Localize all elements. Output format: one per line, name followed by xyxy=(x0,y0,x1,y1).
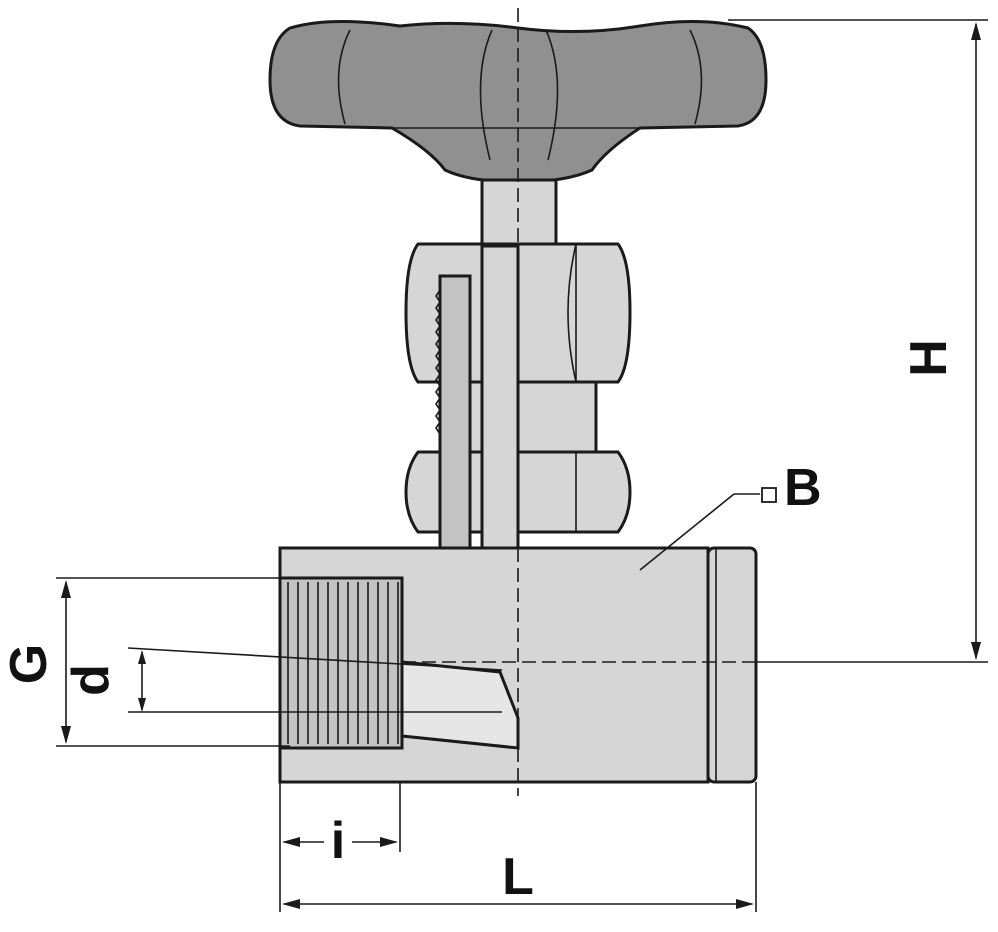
label-d: d xyxy=(62,664,120,696)
callout-b: B xyxy=(639,459,822,571)
dimension-h: H xyxy=(728,19,988,663)
label-b: B xyxy=(784,459,822,517)
stem xyxy=(480,178,558,248)
inlet-thread-section xyxy=(278,576,520,750)
dimension-i: i xyxy=(279,782,401,912)
dimension-g: G xyxy=(0,577,290,747)
dimension-d: d xyxy=(62,647,503,713)
label-g: G xyxy=(0,644,58,684)
dimension-l: L xyxy=(282,782,757,912)
label-l: L xyxy=(502,848,534,906)
label-i: i xyxy=(331,812,345,870)
label-h: H xyxy=(900,339,958,377)
